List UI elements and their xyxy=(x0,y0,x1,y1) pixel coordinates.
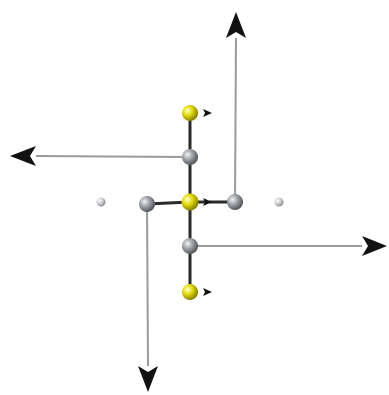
small-arrow-top-icon xyxy=(203,109,212,117)
vector-down xyxy=(138,203,158,392)
gray-atom-lower xyxy=(182,238,198,254)
gray-atom-upper xyxy=(182,149,198,165)
arrowhead-up-icon xyxy=(226,12,246,38)
yellow-atom-center xyxy=(181,193,199,211)
yellow-atom-top xyxy=(182,105,198,121)
small-arrow-bottom-icon xyxy=(203,288,212,296)
small-arrow-center-icon xyxy=(203,198,212,206)
small-atom-right xyxy=(274,197,284,207)
atom-group xyxy=(96,105,284,300)
small-arrow-group xyxy=(203,109,212,296)
gray-atom-left xyxy=(139,196,155,212)
arrowhead-left-icon xyxy=(10,146,36,166)
small-atom-left xyxy=(96,197,106,207)
vector-group xyxy=(10,12,387,392)
vector-up xyxy=(226,12,246,203)
arrowhead-down-icon xyxy=(138,366,158,392)
yellow-atom-bottom xyxy=(182,284,198,300)
vector-left xyxy=(10,146,191,166)
arrowhead-right-icon xyxy=(362,236,387,256)
vector-right xyxy=(190,236,387,256)
gray-atom-right xyxy=(227,194,243,210)
